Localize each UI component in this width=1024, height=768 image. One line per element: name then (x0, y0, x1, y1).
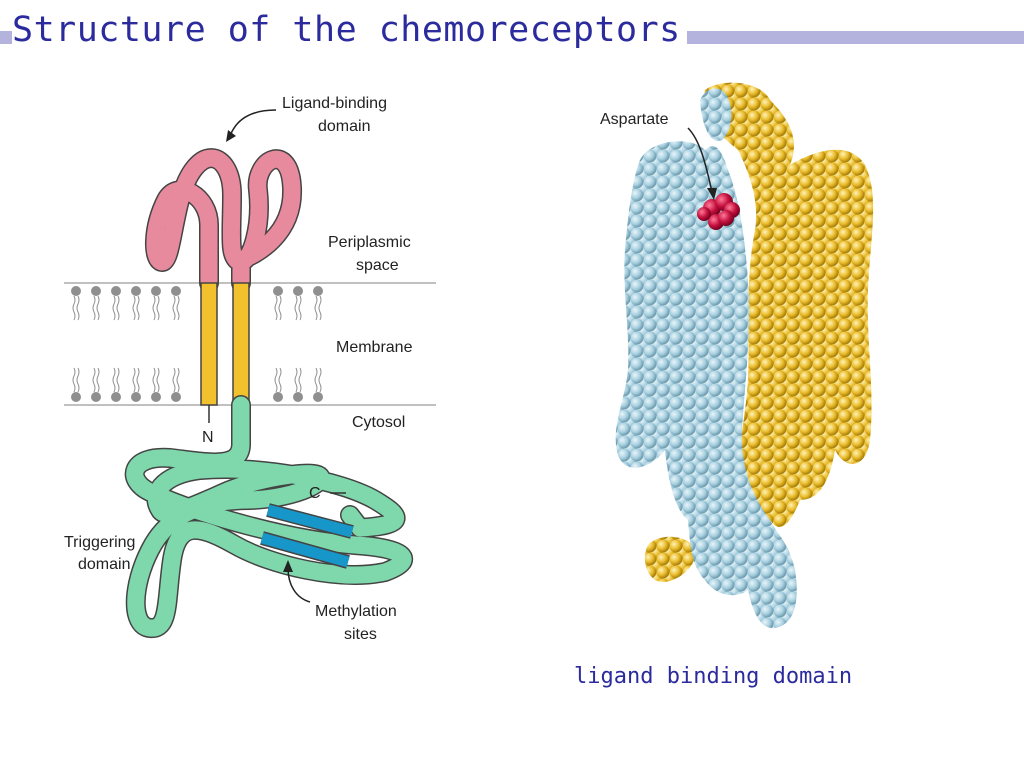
lipid-bilayer-upper (70, 285, 324, 321)
blue-subunit (615, 88, 797, 629)
triggering-domain-label-line2: domain (78, 556, 130, 573)
space-filling-model: Aspartate (600, 82, 874, 629)
n-terminus-label: N (202, 429, 214, 446)
receptor-topology-diagram: Ligand-binding domain Periplasmic space … (64, 95, 436, 643)
methylation-site-segments (260, 503, 354, 569)
methylation-sites-label: Methylation (315, 603, 397, 620)
triggering-domain-label: Triggering (64, 534, 135, 551)
aspartate-ligand (697, 193, 740, 230)
periplasmic-ligand-binding-loops (144, 148, 302, 293)
aspartate-pointer-line (687, 127, 713, 193)
cytosolic-signaling-domain (124, 395, 414, 638)
ligand-binding-label-line2: domain (318, 118, 370, 135)
transmembrane-helices (200, 282, 250, 406)
figure-caption: ligand binding domain (574, 664, 853, 689)
aspartate-label: Aspartate (600, 111, 669, 128)
periplasmic-space-label: Periplasmic (328, 234, 411, 251)
ligand-binding-label: Ligand-binding (282, 95, 387, 112)
cytosol-label: Cytosol (352, 414, 405, 431)
aspartate-pointer-arrowhead (707, 188, 717, 200)
chemoreceptor-diagram: Ligand-binding domain Periplasmic space … (64, 82, 874, 643)
periplasmic-space-label-line2: space (356, 257, 399, 274)
membrane-label: Membrane (336, 339, 413, 356)
lipid-bilayer-lower (70, 367, 324, 403)
methylation-arrow (287, 567, 311, 603)
slide-title: Structure of the chemoreceptors (12, 8, 687, 52)
methylation-arrowhead (283, 560, 293, 572)
c-terminus-label: C (309, 485, 321, 502)
ligand-binding-arrow (229, 109, 277, 137)
methylation-sites-label-line2: sites (344, 626, 377, 643)
ligand-binding-arrowhead (226, 130, 236, 142)
